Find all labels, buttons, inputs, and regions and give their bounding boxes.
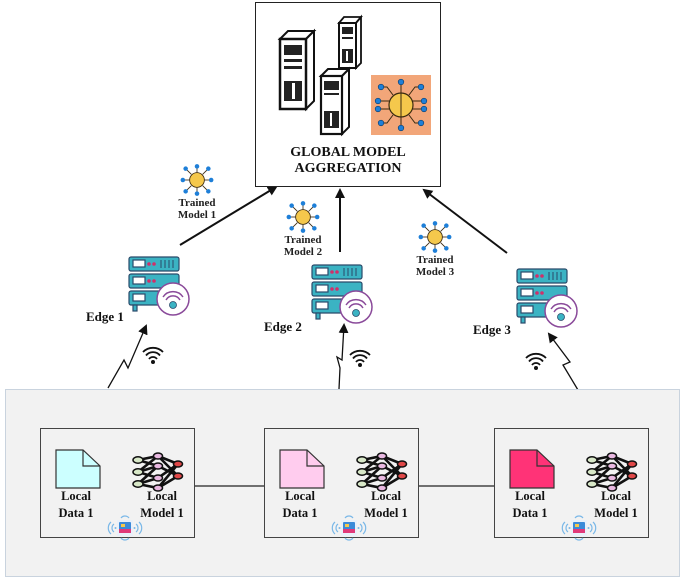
- local-data-label: Local Data 1: [270, 488, 330, 522]
- ai-brain-icon: [286, 201, 320, 233]
- wifi-signal-icon: [525, 352, 547, 370]
- local-data-line1: Local: [61, 489, 91, 503]
- neural-network-icon: [132, 452, 184, 492]
- local-model-line2: Model 1: [594, 506, 638, 520]
- global-title-line1: GLOBAL MODEL: [290, 145, 406, 160]
- trained-label-line2: Model 1: [177, 209, 217, 221]
- edge-server-wifi-icon: [128, 256, 190, 316]
- local-model-line2: Model 1: [364, 506, 408, 520]
- ai-brain-chip-icon: [371, 75, 431, 135]
- neural-network-icon: [586, 452, 638, 492]
- edge-server-wifi-icon: [311, 264, 373, 324]
- local-data-line2: Data 1: [512, 506, 548, 520]
- wireless-link-3: [547, 332, 579, 391]
- trained-model-3: Trained Model 3: [410, 220, 460, 278]
- document-icon: [55, 449, 101, 489]
- ai-brain-icon: [418, 221, 452, 253]
- iot-device-icon: [561, 515, 597, 541]
- ai-brain-icon: [180, 164, 214, 196]
- wifi-signal-icon: [142, 346, 164, 364]
- neural-network-icon: [356, 452, 408, 492]
- local-model-line1: Local: [147, 489, 177, 503]
- server-tower-icon: [337, 14, 363, 71]
- trained-model-label: Trained Model 3: [410, 254, 460, 278]
- trained-label-line2: Model 2: [283, 246, 323, 258]
- wireless-link-1: [107, 324, 148, 389]
- server-tower-icon: [318, 66, 352, 137]
- trained-model-2: Trained Model 2: [278, 200, 328, 258]
- trained-model-label: Trained Model 2: [278, 234, 328, 258]
- edge-server-wifi-icon: [516, 268, 578, 328]
- global-aggregation-box: GLOBAL MODEL AGGREGATION: [255, 2, 441, 187]
- local-data-label: Local Data 1: [500, 488, 560, 522]
- document-icon: [509, 449, 555, 489]
- iot-device-icon: [107, 515, 143, 541]
- arrow-edge3-to-global: [422, 188, 508, 254]
- local-model-label: Local Model 1: [586, 488, 646, 522]
- local-model-label: Local Model 1: [356, 488, 416, 522]
- local-data-line2: Data 1: [282, 506, 318, 520]
- edge-3-label: Edge 3: [473, 322, 511, 337]
- global-title-line2: AGGREGATION: [294, 161, 402, 176]
- edge-1-label: Edge 1: [86, 309, 124, 324]
- local-model-line1: Local: [371, 489, 401, 503]
- server-tower-icon: [277, 28, 317, 112]
- trained-label-line1: Trained: [284, 234, 322, 246]
- trained-label-line1: Trained: [178, 197, 216, 209]
- document-icon: [279, 449, 325, 489]
- local-data-line1: Local: [285, 489, 315, 503]
- local-model-label: Local Model 1: [132, 488, 192, 522]
- local-data-label: Local Data 1: [46, 488, 106, 522]
- local-data-line2: Data 1: [58, 506, 94, 520]
- trained-label-line1: Trained: [416, 254, 454, 266]
- trained-label-line2: Model 3: [415, 266, 455, 278]
- trained-model-label: Trained Model 1: [172, 197, 222, 221]
- global-model-title: GLOBAL MODEL AGGREGATION: [256, 145, 440, 177]
- arrow-edge1-to-global: [179, 185, 278, 246]
- iot-device-icon: [331, 515, 367, 541]
- wireless-link-2: [335, 323, 349, 390]
- wifi-signal-icon: [349, 349, 371, 367]
- local-data-line1: Local: [515, 489, 545, 503]
- local-model-line1: Local: [601, 489, 631, 503]
- trained-model-1: Trained Model 1: [172, 163, 222, 221]
- local-model-line2: Model 1: [140, 506, 184, 520]
- edge-2-label: Edge 2: [264, 319, 302, 334]
